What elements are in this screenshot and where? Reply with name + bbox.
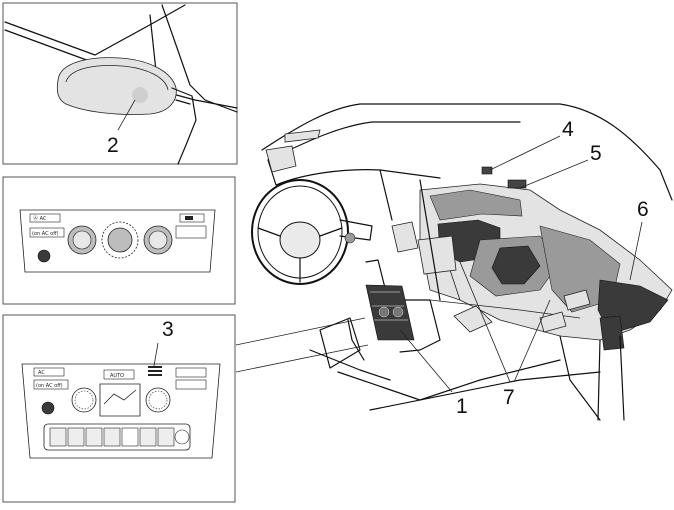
mirror-sensor (132, 87, 148, 103)
connector-lower (235, 344, 369, 373)
callouts: 1 4 5 6 7 (399, 118, 649, 418)
inset-auto-climate-panel: 3 AC (on AC off) AUTO (2, 314, 236, 503)
leader-5 (519, 159, 589, 189)
callout-5: 5 (590, 142, 602, 165)
auto-ac-off-label: (on AC off) (36, 383, 63, 389)
auto-ac-button-label: AC (38, 370, 45, 376)
center-climate-panel (365, 284, 415, 341)
temperature-sensor-grille (148, 366, 162, 376)
inset-manual-climate-panel: Ⓐ AC (on AC off) (2, 176, 236, 305)
steering-wheel (251, 179, 349, 285)
manual-ac-button-label: Ⓐ AC (33, 215, 47, 222)
mirror-housing (56, 57, 177, 115)
auto-button-label: AUTO (110, 373, 124, 379)
leader-1 (399, 329, 453, 393)
callout-2: 2 (107, 134, 119, 157)
connector-upper (235, 317, 366, 346)
manual-panel-face (19, 209, 216, 273)
leader-6 (629, 221, 643, 281)
auto-display (99, 383, 141, 417)
left-vent (265, 145, 297, 173)
dashboard-illustration (251, 103, 673, 421)
callout-6: 6 (637, 198, 649, 221)
hvac-unit (391, 166, 673, 351)
sun-sensor (481, 166, 493, 175)
inset-door-mirror: 2 (2, 2, 238, 165)
hvac-top-housing (429, 189, 523, 221)
auto-small-knob (41, 401, 55, 415)
callout-1: 1 (456, 395, 468, 418)
auto-button-row (43, 423, 191, 451)
manual-ac-off-label: (on AC off) (32, 231, 59, 237)
callout-7: 7 (503, 386, 515, 409)
manual-small-knob (37, 249, 51, 263)
leader-4 (489, 135, 561, 171)
leader-7 (459, 261, 511, 383)
leader-2 (117, 99, 136, 131)
callout-4: 4 (562, 118, 574, 141)
callout-3: 3 (162, 318, 174, 341)
leader-3 (153, 342, 159, 367)
